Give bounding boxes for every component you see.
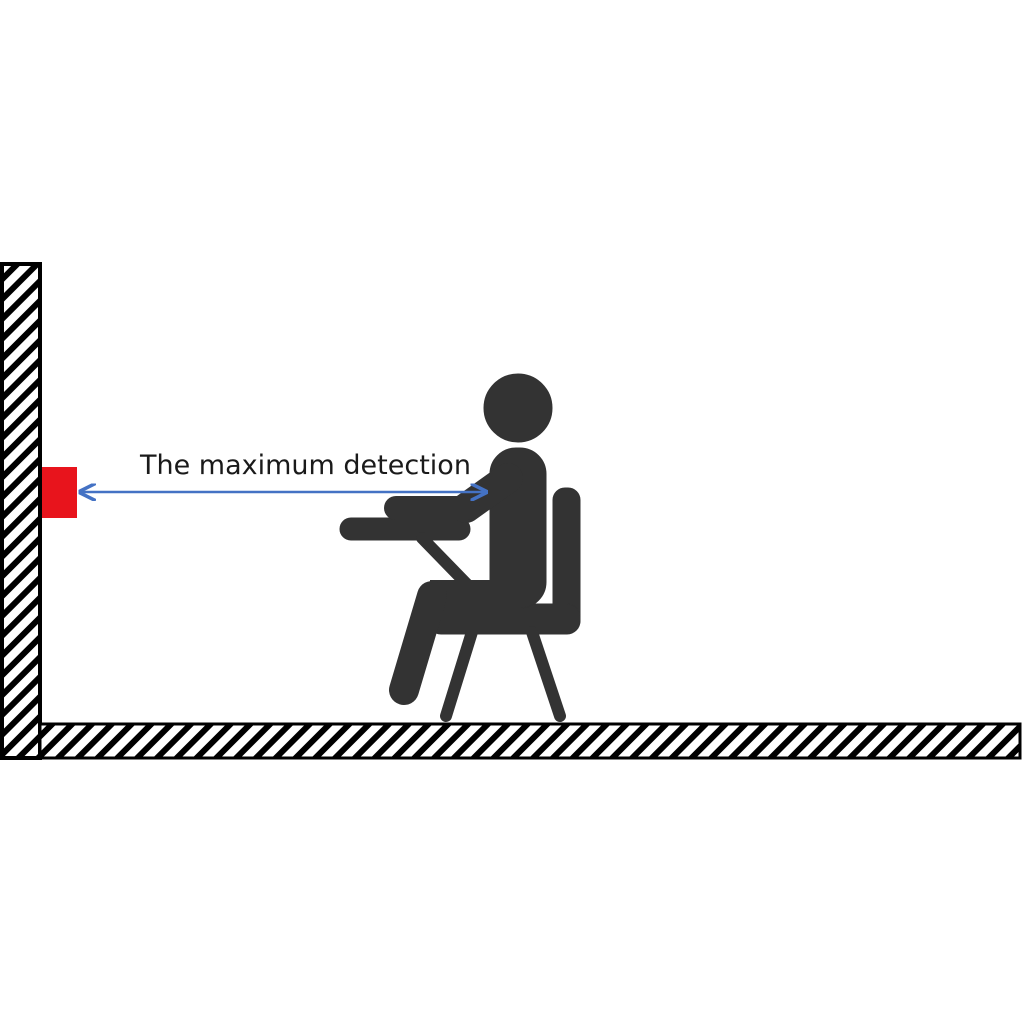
sensor-icon <box>42 467 77 518</box>
floor <box>38 722 1022 760</box>
seated-person-icon <box>384 373 553 705</box>
wall <box>0 262 42 760</box>
detection-label: The maximum detection <box>139 450 471 481</box>
